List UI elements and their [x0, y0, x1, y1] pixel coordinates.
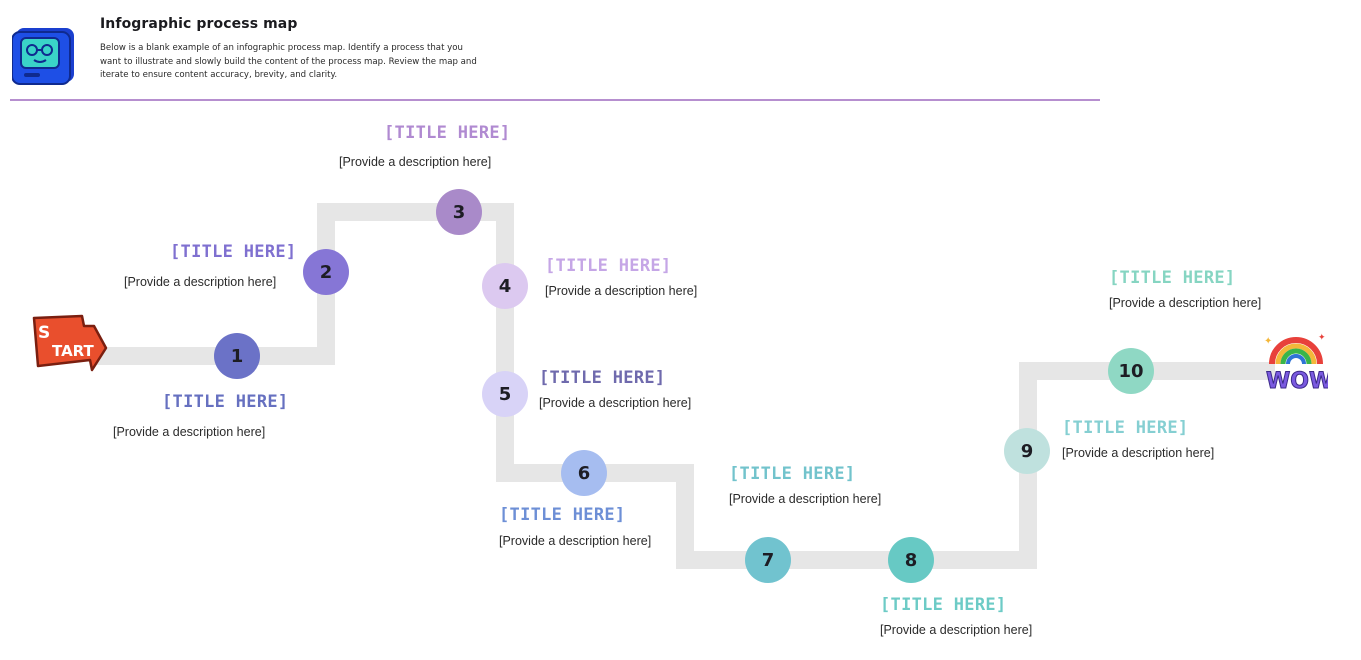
step-node-2: 2 [303, 249, 349, 295]
step-title-2: [TITLE HERE] [170, 242, 297, 262]
step-description-10: [Provide a description here] [1109, 296, 1262, 310]
step-description-7: [Provide a description here] [729, 492, 882, 506]
wow-label: WOW [1266, 369, 1328, 392]
step-title-10: [TITLE HERE] [1109, 268, 1236, 288]
step-number: 2 [319, 261, 333, 283]
step-description-6: [Provide a description here] [499, 534, 652, 548]
step-title-3: [TITLE HERE] [384, 123, 511, 143]
step-node-9: 9 [1004, 428, 1050, 474]
step-node-1: 1 [214, 333, 260, 379]
step-description-2: [Provide a description here] [124, 275, 277, 289]
start-label: TART [52, 342, 95, 360]
step-node-5: 5 [482, 371, 528, 417]
step-description-4: [Provide a description here] [545, 284, 698, 298]
step-number: 5 [498, 383, 512, 405]
step-number: 10 [1118, 360, 1144, 382]
start-arrow-sign-icon: S TART [30, 312, 108, 378]
robot-computer-icon [11, 24, 80, 90]
page-title: Infographic process map [100, 16, 298, 32]
step-node-6: 6 [561, 450, 607, 496]
step-node-7: 7 [745, 537, 791, 583]
step-number: 4 [498, 275, 512, 297]
step-title-6: [TITLE HERE] [499, 505, 626, 525]
step-title-4: [TITLE HERE] [545, 256, 672, 276]
step-title-9: [TITLE HERE] [1062, 418, 1189, 438]
svg-text:S: S [38, 323, 50, 343]
step-node-10: 10 [1108, 348, 1154, 394]
rainbow-wow-icon: WOW ✦ ✦ [1262, 330, 1334, 396]
step-node-8: 8 [888, 537, 934, 583]
step-title-5: [TITLE HERE] [539, 368, 666, 388]
page-description: Below is a blank example of an infograph… [100, 43, 477, 80]
step-number: 3 [452, 201, 466, 223]
step-number: 6 [577, 462, 591, 484]
step-title-8: [TITLE HERE] [880, 595, 1007, 615]
step-title-7: [TITLE HERE] [729, 464, 856, 484]
step-description-3: [Provide a description here] [339, 155, 492, 169]
path-line [95, 203, 1275, 569]
step-number: 8 [904, 549, 918, 571]
step-number: 1 [230, 345, 244, 367]
step-description-5: [Provide a description here] [539, 396, 692, 410]
step-node-4: 4 [482, 263, 528, 309]
step-description-9: [Provide a description here] [1062, 446, 1215, 460]
step-number: 9 [1020, 440, 1034, 462]
step-description-8: [Provide a description here] [880, 623, 1033, 637]
step-number: 7 [761, 549, 775, 571]
step-node-3: 3 [436, 189, 482, 235]
svg-text:✦: ✦ [1318, 333, 1326, 343]
step-title-1: [TITLE HERE] [162, 392, 289, 412]
svg-text:✦: ✦ [1264, 336, 1272, 347]
header-divider [10, 99, 1100, 101]
step-description-1: [Provide a description here] [113, 425, 266, 439]
